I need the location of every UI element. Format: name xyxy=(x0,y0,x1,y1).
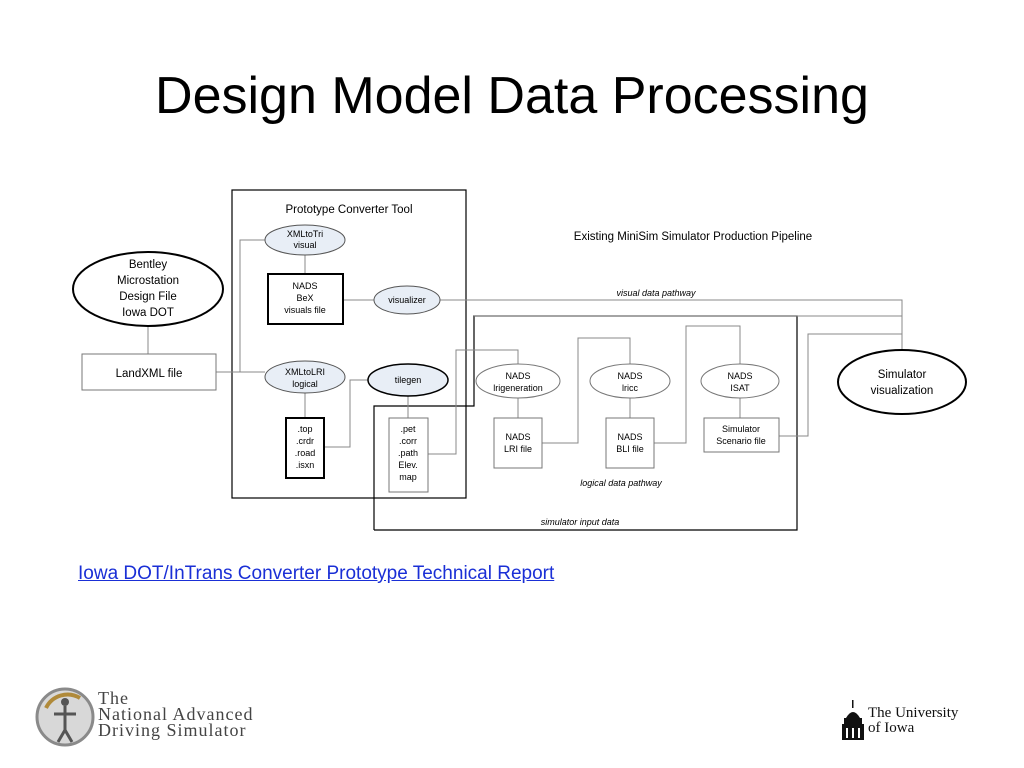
nads-wordmark: The National Advanced Driving Simulator xyxy=(98,688,254,740)
tilegen-node: tilegen xyxy=(367,363,449,397)
lrifile-line-1: NADS xyxy=(505,432,530,442)
converter-tool-frame xyxy=(231,189,467,499)
xmltotri-node: XMLtoTri visual xyxy=(264,224,346,256)
tilegen-label: tilegen xyxy=(395,375,422,385)
simviz-line-2: visualization xyxy=(871,385,934,397)
lrigen-line-2: lrigeneration xyxy=(493,383,543,393)
converter-tool-title: Prototype Converter Tool xyxy=(286,204,413,216)
uiowa-line-1: The University xyxy=(868,705,959,721)
bentley-line-4: Iowa DOT xyxy=(122,307,174,319)
logical-pathway-label: logical data pathway xyxy=(580,478,662,488)
nads-line-2: National Advanced xyxy=(98,704,254,724)
visualizer-label: visualizer xyxy=(388,295,426,305)
technical-report-link[interactable]: Iowa DOT/InTrans Converter Prototype Tec… xyxy=(78,563,555,584)
blifile-line-1: NADS xyxy=(617,432,642,442)
petfiles-line-1: .pet xyxy=(400,424,416,434)
lricc-line-1: NADS xyxy=(617,371,642,381)
top-files-node: .top .crdr .road .isxn xyxy=(285,417,325,479)
bentley-line-3: Design File xyxy=(119,291,177,303)
bentley-line-2: Microstation xyxy=(117,275,179,287)
xmltolri-line-2: logical xyxy=(292,379,318,389)
scenario-line-2: Scenario file xyxy=(716,436,766,446)
xmltolri-line-1: XMLtoLRI xyxy=(285,367,325,377)
nads-logo-icon xyxy=(35,687,95,747)
uiowa-line-2: of Iowa xyxy=(868,720,915,736)
connector-lines xyxy=(147,239,903,455)
xmltotri-line-2: visual xyxy=(293,240,316,250)
lrigen-line-1: NADS xyxy=(505,371,530,381)
old-capitol-icon xyxy=(842,700,864,740)
bex-line-2: BeX xyxy=(296,293,313,303)
scenario-file-node: Simulator Scenario file xyxy=(703,417,780,453)
isat-line-2: ISAT xyxy=(730,383,750,393)
lricc-node: NADS lricc xyxy=(589,363,671,399)
pipeline-title: Existing MiniSim Simulator Production Pi… xyxy=(574,231,812,243)
bentley-design-file-node: Bentley Microstation Design File Iowa DO… xyxy=(72,251,224,327)
topfiles-line-2: .crdr xyxy=(296,436,314,446)
scenario-line-1: Simulator xyxy=(722,424,760,434)
lricc-line-2: lricc xyxy=(622,383,638,393)
uiowa-wordmark: The University of Iowa xyxy=(868,706,958,736)
nads-line-3: Driving Simulator xyxy=(98,720,247,740)
petfiles-line-4: Elev. xyxy=(398,460,417,470)
lri-file-node: NADS LRI file xyxy=(493,417,543,469)
simulator-visualization-node: Simulator visualization xyxy=(837,349,967,415)
landxml-file-node: LandXML file xyxy=(81,353,217,391)
topfiles-line-1: .top xyxy=(297,424,312,434)
petfiles-line-5: map xyxy=(399,472,417,482)
pet-files-node: .pet .corr .path Elev. map xyxy=(388,417,429,493)
slide-title: Design Model Data Processing xyxy=(155,67,869,125)
nads-bex-node: NADS BeX visuals file xyxy=(267,273,344,325)
xmltotri-line-1: XMLtoTri xyxy=(287,229,323,239)
petfiles-line-2: .corr xyxy=(399,436,417,446)
bentley-line-1: Bentley xyxy=(129,259,168,271)
topfiles-line-4: .isxn xyxy=(296,460,315,470)
petfiles-line-3: .path xyxy=(398,448,418,458)
simviz-line-1: Simulator xyxy=(878,369,927,381)
landxml-label: LandXML file xyxy=(116,368,183,380)
bli-file-node: NADS BLI file xyxy=(605,417,655,469)
visual-pathway-label: visual data pathway xyxy=(616,288,696,298)
topfiles-line-3: .road xyxy=(295,448,316,458)
lrigeneration-node: NADS lrigeneration xyxy=(475,363,561,399)
lrifile-line-2: LRI file xyxy=(504,444,532,454)
nads-line-1: The xyxy=(98,688,129,708)
isat-line-1: NADS xyxy=(727,371,752,381)
xmltolri-node: XMLtoLRI logical xyxy=(264,360,346,394)
sim-input-label: simulator input data xyxy=(541,517,620,527)
blifile-line-2: BLI file xyxy=(616,444,644,454)
bex-line-1: NADS xyxy=(292,281,317,291)
bex-line-3: visuals file xyxy=(284,305,326,315)
visualizer-node: visualizer xyxy=(373,285,441,315)
isat-node: NADS ISAT xyxy=(700,363,780,399)
